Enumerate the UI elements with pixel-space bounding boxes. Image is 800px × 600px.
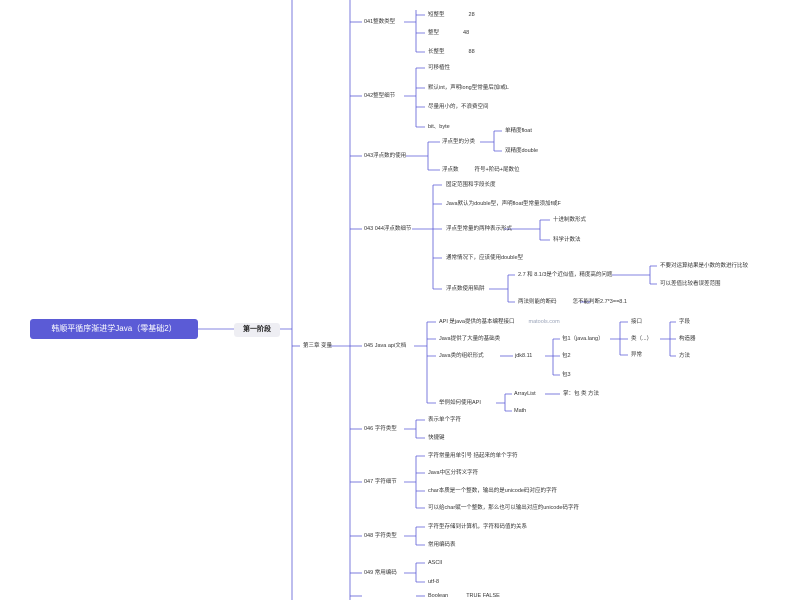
float-category[interactable]: 浮点型的分类 bbox=[442, 139, 476, 145]
pkg-class[interactable]: 类（...） bbox=[631, 336, 653, 342]
api-org-form[interactable]: Java类的组织形式 bbox=[439, 353, 484, 359]
package-3[interactable]: 包3 bbox=[562, 372, 571, 378]
leaf-char-assign[interactable]: 可以给char赋一个整数，那么也可以输出对应的unicode码字符 bbox=[428, 505, 579, 511]
leaf-fixed-range[interactable]: 固定范围和字段长度 bbox=[446, 182, 496, 188]
chapter-node[interactable]: 第三章 变量 bbox=[303, 343, 333, 349]
leaf-encoding-table[interactable]: 常用编码表 bbox=[428, 542, 456, 548]
float-pitfall[interactable]: 浮点数使用陷阱 bbox=[446, 286, 485, 292]
api-math[interactable]: Math bbox=[514, 408, 527, 414]
stage-node[interactable]: 第一阶段 bbox=[234, 323, 280, 337]
api-many-classes[interactable]: Java提供了大量的基础类 bbox=[439, 336, 501, 342]
package-2[interactable]: 包2 bbox=[562, 353, 571, 359]
leaf-usually-double[interactable]: 通常情况下，应该使用double型 bbox=[446, 255, 524, 261]
leaf-decimal-form[interactable]: 十进制数形式 bbox=[553, 217, 587, 223]
leaf-shortcut[interactable]: 快捷键 bbox=[428, 435, 445, 441]
section-043[interactable]: 043浮点数的使用 bbox=[364, 153, 407, 159]
pkg-exception[interactable]: 异常 bbox=[631, 352, 643, 358]
leaf-portability[interactable]: 可移植性 bbox=[428, 65, 451, 71]
leaf-char-int[interactable]: char本质是一个整数，输出的是unicode码对应的字符 bbox=[428, 488, 557, 494]
pitfall-approx[interactable]: 2.7 和 8.1/3是个近似值，精度高的问题 bbox=[518, 272, 613, 278]
leaf-char-const[interactable]: 字符常量用单引号 括起来的单个字符 bbox=[428, 453, 518, 459]
root-node[interactable]: 韩顺平循序渐进学Java（零基础2） bbox=[30, 319, 198, 339]
leaf-bit-byte[interactable]: bit、byte bbox=[428, 124, 450, 130]
float-composition[interactable]: 浮点数符号+阶码+尾数位 bbox=[442, 167, 520, 173]
float-two-forms[interactable]: 浮点型常量的两种表示形式 bbox=[446, 226, 513, 232]
api-url-link[interactable]: matools.com bbox=[528, 319, 560, 325]
leaf-no-compare[interactable]: 不要对运算结果是小数的数进行比较 bbox=[660, 263, 749, 269]
class-constructor[interactable]: 构造器 bbox=[679, 336, 696, 342]
class-field[interactable]: 字段 bbox=[679, 319, 691, 325]
leaf-default-double[interactable]: Java默认为double型，声明float型常量须加f或F bbox=[446, 201, 561, 207]
section-045[interactable]: 045 Java api文档 bbox=[364, 343, 407, 349]
class-method[interactable]: 方法 bbox=[679, 353, 691, 359]
leaf-ascii[interactable]: ASCII bbox=[428, 560, 443, 566]
leaf-sci-form[interactable]: 科学计数法 bbox=[553, 237, 581, 243]
leaf-float-double[interactable]: 双精度double bbox=[505, 148, 539, 154]
section-044[interactable]: 043 044浮点数细节 bbox=[364, 226, 412, 232]
section-047[interactable]: 047 字符细节 bbox=[364, 479, 397, 485]
leaf-use-small[interactable]: 尽量用小的，不浪费空间 bbox=[428, 104, 489, 110]
leaf-escape[interactable]: Java中区分转义字符 bbox=[428, 470, 479, 476]
leaf-float-single[interactable]: 单精度float bbox=[505, 128, 532, 134]
arraylist-detail[interactable]: 掌：包 类 方法 bbox=[563, 391, 600, 397]
leaf-utf8[interactable]: utf-8 bbox=[428, 579, 440, 585]
section-048[interactable]: 048 字符类型 bbox=[364, 533, 397, 539]
leaf-single-char[interactable]: 表示单个字符 bbox=[428, 417, 462, 423]
section-042[interactable]: 042整型细节 bbox=[364, 93, 396, 99]
leaf-diff-compare[interactable]: 可以差值比较看误差范围 bbox=[660, 281, 721, 287]
section-046[interactable]: 046 字符类型 bbox=[364, 426, 397, 432]
api-arraylist[interactable]: ArrayList bbox=[514, 391, 536, 397]
api-usage[interactable]: 举例如何使用API bbox=[439, 400, 481, 406]
api-jdk[interactable]: jdk8.11 bbox=[515, 353, 533, 359]
pitfall-rule[interactable]: 两法则能的断码怎不能判断2.7*3==8.1 bbox=[518, 299, 627, 305]
leaf-char-storage[interactable]: 字符型存储到计算机，字符和码值的关系 bbox=[428, 524, 528, 530]
section-049[interactable]: 049 常用编码 bbox=[364, 570, 397, 576]
pkg-interface[interactable]: 接口 bbox=[631, 319, 643, 325]
package-1[interactable]: 包1（java.lang） bbox=[562, 336, 604, 342]
section-041[interactable]: 041整数类型 bbox=[364, 19, 396, 25]
leaf-default-int[interactable]: 默认int，声明long型常量后加l或L bbox=[428, 85, 509, 91]
